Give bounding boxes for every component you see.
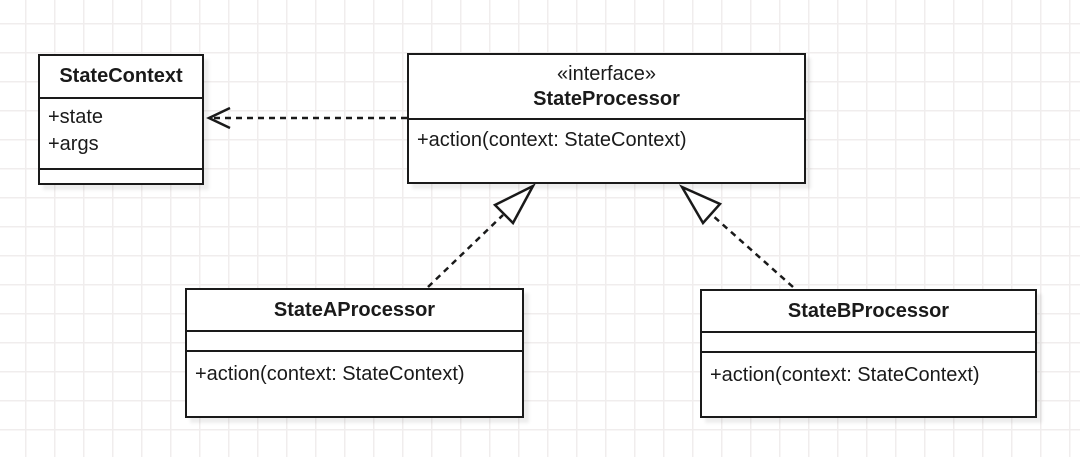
open-arrowhead-icon — [206, 106, 231, 130]
realization-dashed-line — [427, 214, 504, 288]
class-title: StateAProcessor — [187, 290, 522, 332]
class-attributes-compartment: +state +args — [40, 99, 202, 170]
class-box-statebprocessor: StateBProcessor +action(context: StateCo… — [700, 289, 1037, 418]
class-box-stateprocessor: «interface» StateProcessor +action(conte… — [407, 53, 806, 184]
realization-arrow-stateaprocessor-to-stateprocessor — [427, 183, 536, 288]
class-attributes-compartment-empty — [702, 333, 1035, 353]
class-methods-compartment: +action(context: StateContext) — [702, 353, 1035, 416]
class-title: StateBProcessor — [702, 291, 1035, 333]
realization-dashed-line — [711, 214, 794, 288]
class-title: StateContext — [40, 56, 202, 99]
class-methods-compartment: +action(context: StateContext) — [187, 352, 522, 416]
class-box-stateaprocessor: StateAProcessor +action(context: StateCo… — [185, 288, 524, 418]
hollow-triangle-arrowhead-icon — [678, 184, 723, 226]
class-attributes-compartment-empty — [187, 332, 522, 352]
class-method: +action(context: StateContext) — [195, 363, 465, 385]
class-methods-compartment: +action(context: StateContext) — [409, 120, 804, 182]
class-stereotype: «interface» — [557, 62, 656, 85]
realization-arrow-statebprocessor-to-stateprocessor — [678, 184, 794, 288]
class-title-block: «interface» StateProcessor — [409, 55, 804, 120]
class-attribute: +args — [48, 133, 99, 155]
class-methods-compartment-empty — [40, 170, 202, 183]
class-attribute: +state — [48, 106, 104, 128]
class-box-statecontext: StateContext +state +args — [38, 54, 204, 185]
class-method: +action(context: StateContext) — [710, 364, 980, 386]
dependency-arrow-stateprocessor-to-statecontext — [206, 106, 407, 130]
hollow-triangle-arrowhead-icon — [492, 183, 536, 226]
class-method: +action(context: StateContext) — [417, 129, 687, 151]
class-title: StateProcessor — [533, 87, 680, 110]
